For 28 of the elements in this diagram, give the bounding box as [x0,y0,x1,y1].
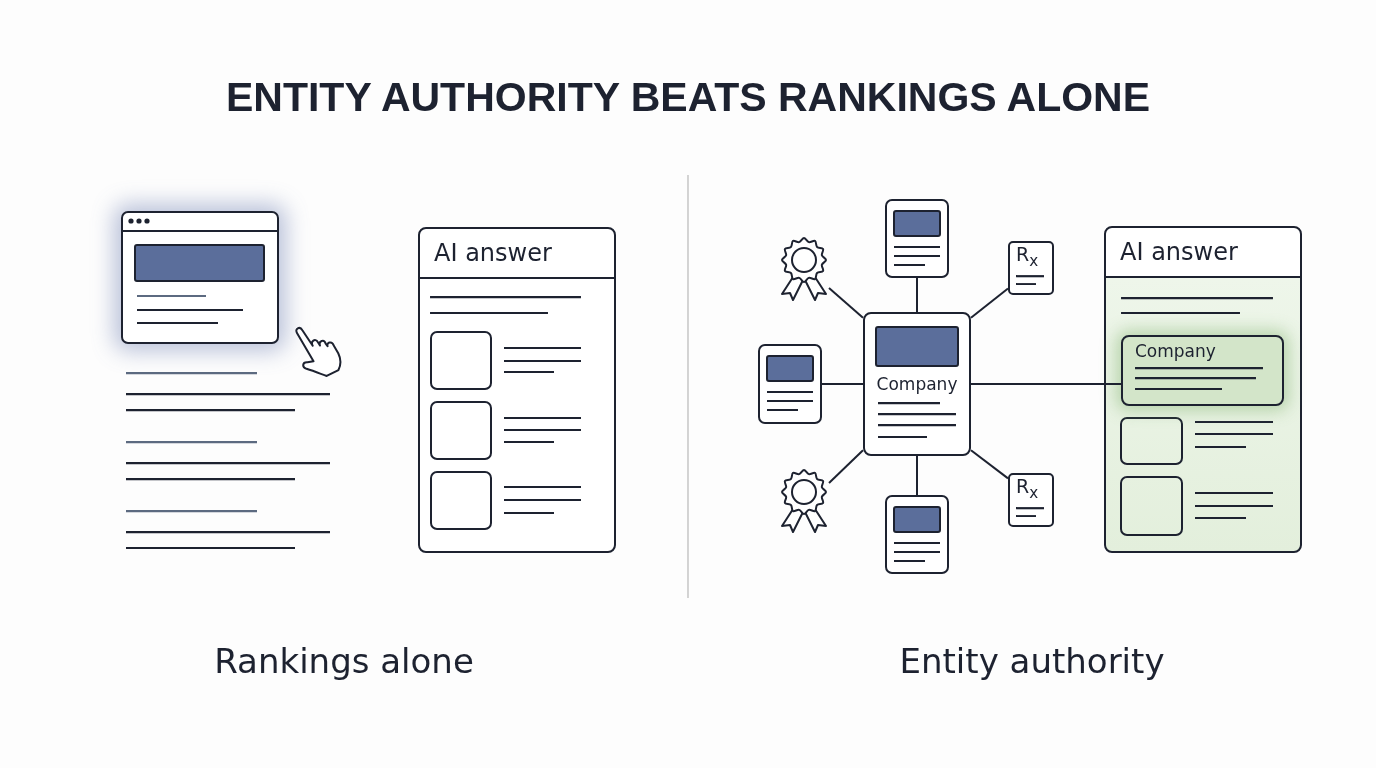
connector-line [916,277,918,313]
connector-line [970,449,1009,480]
award-badge-icon [779,468,829,533]
prescription-symbol: R$_{x}$ [1016,475,1039,497]
answer-panel [1104,226,1302,553]
entity-name: Company [1135,341,1216,361]
document-icon [885,495,949,574]
connector-line [970,383,1122,385]
connector-line [916,455,918,496]
diagram-title: ENTITY AUTHORITY BEATS RANKINGS ALONE [225,74,1151,121]
document-icon [885,199,949,278]
prescription-card [1008,473,1054,527]
connector-line [828,449,864,484]
connector-line [828,287,864,319]
document-icon [758,344,822,424]
connector-line [970,287,1009,319]
award-badge-icon [779,236,829,301]
panel-caption: Entity authority [899,642,1165,681]
entity-name: Company [876,374,958,394]
panel-title: AI answer [434,239,552,267]
prescription-card [1008,241,1054,295]
panel-caption: Rankings alone [214,642,474,681]
panel-title: AI answer [1120,238,1238,266]
connector-line [821,383,864,385]
entity-profile-card [863,312,971,456]
prescription-symbol: R$_{x}$ [1016,243,1039,265]
answer-panel [418,227,616,553]
highlighted-answer-card [1121,335,1284,406]
